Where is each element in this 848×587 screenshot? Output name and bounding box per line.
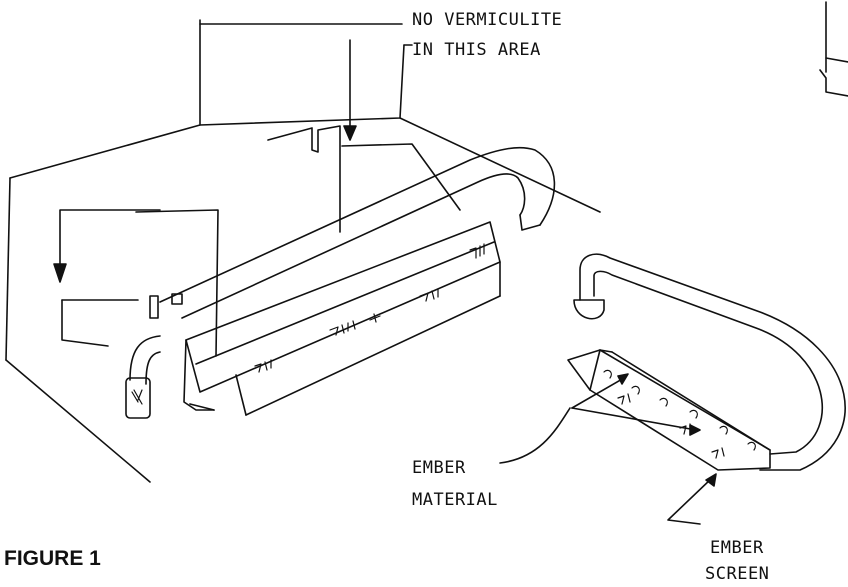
leader-lines bbox=[499, 373, 717, 525]
ember-material-label-line2: MATERIAL bbox=[412, 490, 498, 510]
detached-burner-tube bbox=[573, 253, 846, 471]
baffle-plates bbox=[61, 125, 461, 357]
ember-material-label-line1: EMBER bbox=[412, 458, 466, 478]
no-vermiculite-label-line1: NO VERMICULITE bbox=[412, 10, 563, 30]
ember-screen-label-line2: SCREEN bbox=[705, 564, 770, 584]
pilot-assembly bbox=[125, 293, 183, 419]
corner-detail bbox=[819, 1, 848, 97]
ember-screen-label-line1: EMBER bbox=[710, 538, 764, 558]
figure-title: FIGURE 1 bbox=[4, 547, 101, 570]
burner-tube bbox=[159, 146, 556, 319]
firebox-outline bbox=[5, 19, 601, 483]
ember-screen-shape bbox=[567, 349, 771, 471]
vermiculite-arrows bbox=[53, 23, 403, 283]
no-vermiculite-label-line2: IN THIS AREA bbox=[412, 40, 541, 60]
front-grate bbox=[183, 221, 501, 416]
grate-ember-marks bbox=[254, 243, 485, 373]
